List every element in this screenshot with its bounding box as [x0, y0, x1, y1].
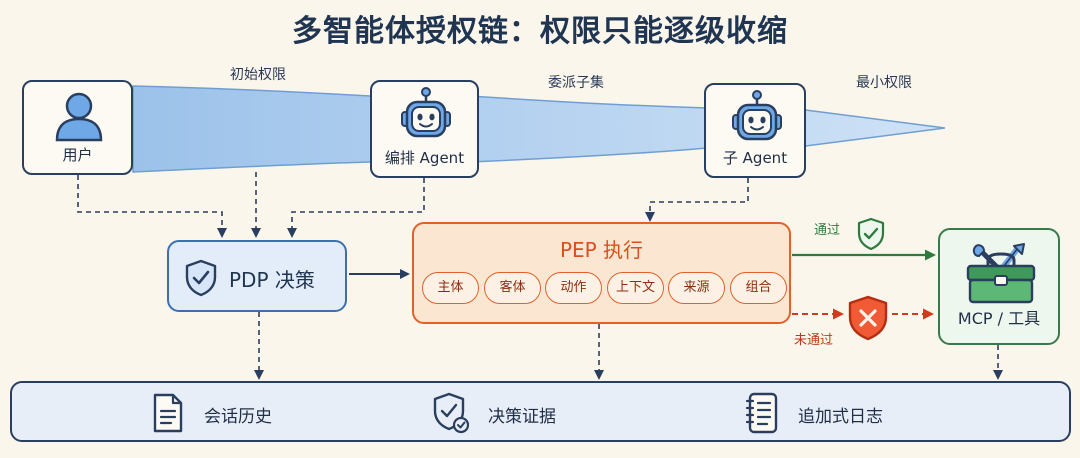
pdp-decision-box: PDP 决策 [167, 240, 347, 312]
pep-title: PEP 执行 [559, 238, 644, 262]
user-to-pdp-connector [77, 175, 227, 238]
stage-label-delegated: 委派子集 [548, 75, 604, 91]
user-icon [55, 92, 103, 142]
document-icon [153, 393, 183, 433]
user-card: 用户 [22, 80, 133, 175]
audit-item-session-history: 会话历史 [204, 407, 272, 427]
shield-check-icon [857, 217, 885, 251]
log-list-icon [745, 392, 778, 434]
stage-label-initial: 初始权限 [230, 67, 286, 83]
user-label: 用户 [62, 146, 93, 164]
mcp-tool-box: MCP / 工具 [938, 228, 1060, 345]
orchestrator-to-pdp-connector [287, 178, 425, 238]
orchestrator-agent-label: 编排 Agent [384, 149, 465, 167]
check-chip-object: 客体 [484, 272, 541, 304]
check-chip-subject: 主体 [422, 272, 479, 304]
audit-item-append-only-log: 追加式日志 [798, 407, 883, 427]
robot-icon [732, 90, 782, 141]
check-chip-context: 上下文 [607, 272, 664, 304]
check-chip-action: 动作 [545, 272, 602, 304]
sub-agent-label: 子 Agent [722, 149, 788, 167]
toolbox-icon [966, 243, 1036, 304]
shield-check-icon [185, 259, 217, 297]
permission-beam [132, 85, 946, 173]
mcp-tool-label: MCP / 工具 [957, 309, 1041, 328]
sub-agent-card: 子 Agent [704, 83, 806, 178]
subagent-to-pep-connector [645, 178, 749, 222]
stage-label-minimal: 最小权限 [856, 75, 912, 91]
shield-check-icon [433, 392, 470, 434]
pdp-label: PDP 决策 [229, 268, 315, 292]
check-chip-source: 来源 [668, 272, 725, 304]
fail-label: 未通过 [794, 333, 834, 348]
check-chip-combination: 组合 [730, 272, 787, 304]
page-title: 多智能体授权链：权限只能逐级收缩 [292, 14, 788, 49]
robot-icon [401, 87, 451, 138]
audit-item-decision-evidence: 决策证据 [488, 407, 556, 427]
orchestrator-agent-card: 编排 Agent [370, 80, 479, 178]
pep-execution-box: PEP 执行 主体 客体 动作 上下文 来源 组合 [412, 222, 791, 324]
pass-label: 通过 [814, 223, 841, 238]
audit-bar: 会话历史 决策证据 追加式日志 [10, 381, 1071, 442]
shield-x-icon [848, 295, 888, 341]
